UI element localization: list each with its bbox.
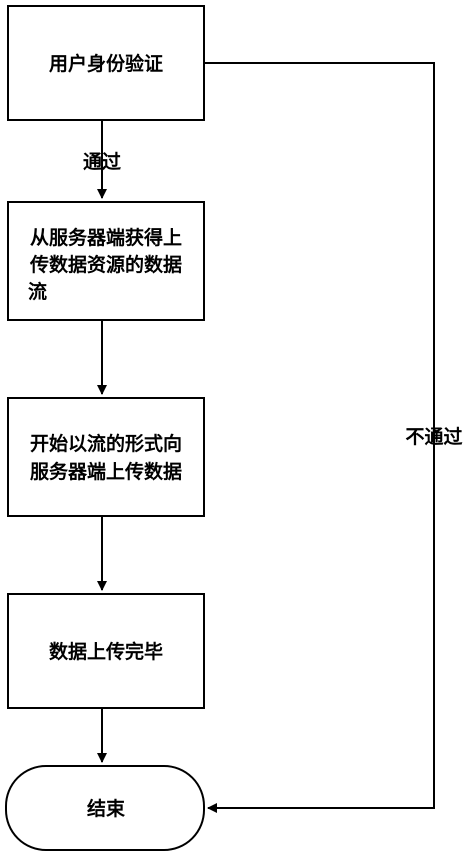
node-upload-complete: 数据上传完毕 [7,593,205,709]
node-get-stream-line2: 传数据资源的数据 [29,253,182,276]
edge-label-fail: 不通过 [405,426,462,448]
node-get-stream: 从服务器端获得上 传数据资源的数据 流 [7,201,205,321]
node-upload-complete-label: 数据上传完毕 [49,640,163,663]
node-get-stream-line1: 从服务器端获得上 [30,226,182,249]
node-end: 结束 [5,765,205,851]
node-end-label: 结束 [87,797,126,820]
edge-auth-to-end-fail [204,62,435,813]
node-user-auth: 用户身份验证 [7,5,205,121]
node-start-upload: 开始以流的形式向 服务器端上传数据 [7,397,205,517]
edge-label-pass: 通过 [83,151,121,173]
node-start-upload-line2: 服务器端上传数据 [30,460,182,483]
node-user-auth-label: 用户身份验证 [49,52,163,75]
node-start-upload-line1: 开始以流的形式向 [30,432,182,455]
node-get-stream-line3: 流 [28,280,47,303]
